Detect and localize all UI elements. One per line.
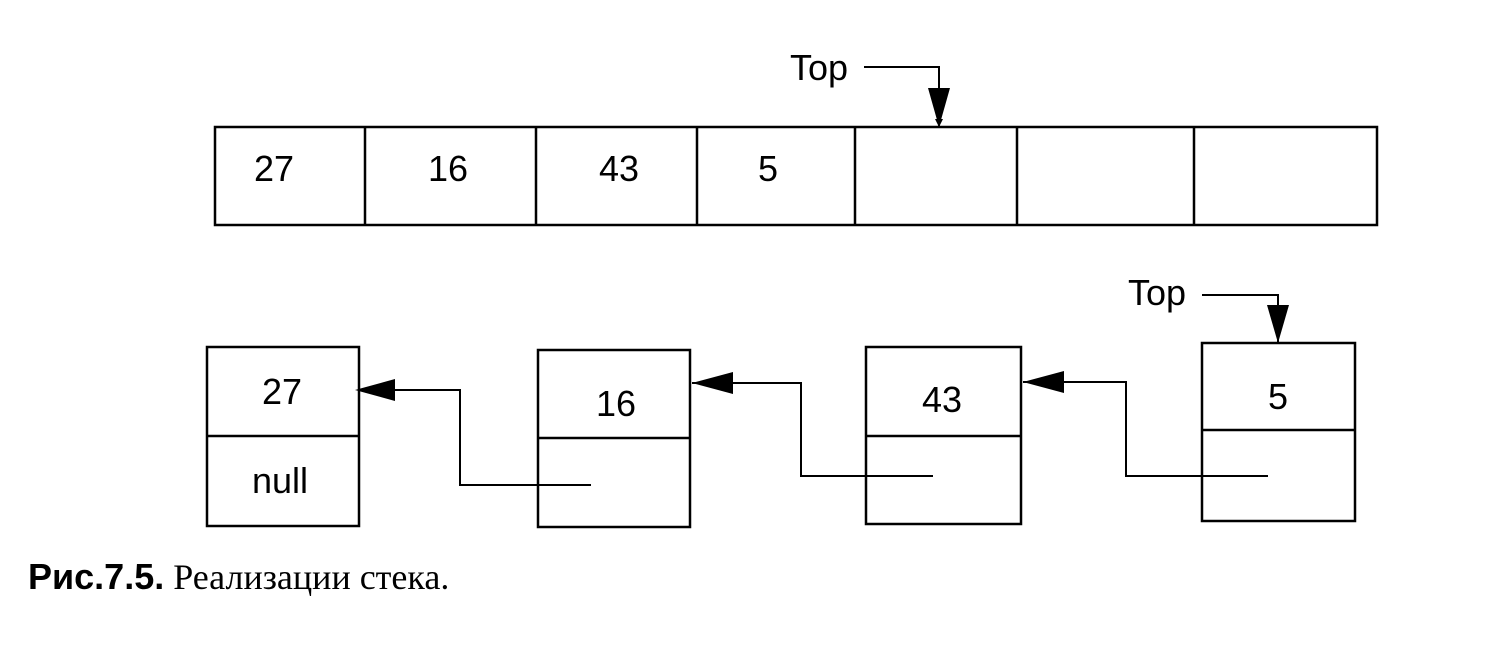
next-pointer-arrow	[692, 382, 933, 477]
node-next-null: null	[252, 460, 308, 501]
figure-caption: Рис.7.5. Реализации стека.	[28, 556, 449, 598]
node-value: 43	[922, 379, 962, 420]
array-top-arrowhead	[928, 88, 950, 127]
array-cell-value: 16	[428, 148, 468, 189]
array-stack: 27 16 43 5 Top	[213, 47, 1379, 227]
array-cell-value: 43	[599, 148, 639, 189]
linked-node: 5	[1200, 341, 1357, 523]
array-top-pointer-arrow	[864, 66, 943, 127]
next-pointer-arrowhead	[355, 379, 395, 401]
node-value: 16	[596, 383, 636, 424]
linked-top-pointer-arrow	[1202, 294, 1279, 343]
linked-node: 27 null	[205, 345, 361, 528]
next-pointer-arrowhead	[692, 372, 733, 394]
node-value: 27	[262, 371, 302, 412]
linked-stack: 27 null 16 43 5	[205, 272, 1357, 529]
array-cell-value: 5	[758, 148, 778, 189]
linked-top-arrowhead	[1267, 305, 1289, 343]
next-pointer-arrow	[360, 389, 591, 486]
next-pointer-arrow	[1023, 381, 1268, 477]
figure-caption-text: Реализации стека.	[164, 557, 450, 597]
node-value: 5	[1268, 376, 1288, 417]
array-outline	[213, 125, 1379, 227]
linked-node: 16	[536, 348, 692, 529]
next-pointer-arrowhead	[1023, 371, 1064, 393]
array-top-label: Top	[790, 47, 848, 88]
figure-caption-number: Рис.7.5.	[28, 556, 165, 597]
linked-top-label: Top	[1128, 272, 1186, 313]
array-cell-value: 27	[254, 148, 294, 189]
linked-node: 43	[864, 345, 1023, 526]
